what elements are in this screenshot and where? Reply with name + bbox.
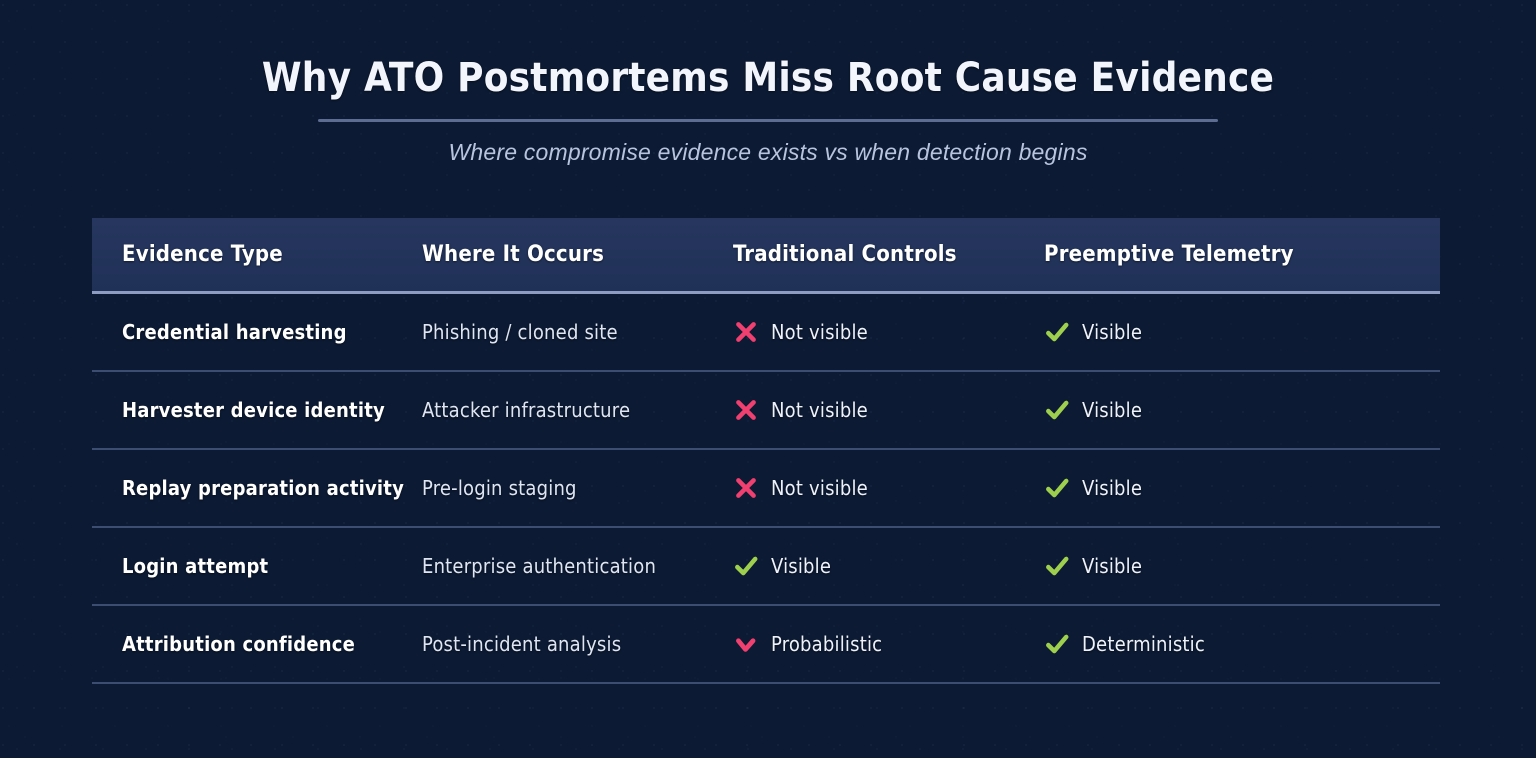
status-badge: Visible xyxy=(1044,553,1440,579)
evidence-comparison-table: Evidence Type Where It Occurs Traditiona… xyxy=(92,218,1440,684)
status-label: Visible xyxy=(771,554,832,578)
cross-icon xyxy=(736,322,756,342)
status-label: Visible xyxy=(1082,320,1143,344)
status-label: Deterministic xyxy=(1082,632,1205,656)
column-header-evidence-type: Evidence Type xyxy=(122,242,283,267)
status-badge: Not visible xyxy=(733,475,1044,501)
column-header-where-it-occurs: Where It Occurs xyxy=(422,242,605,267)
cell-evidence-type: Attribution confidence xyxy=(122,632,356,656)
status-label: Not visible xyxy=(771,476,868,500)
status-label: Probabilistic xyxy=(771,632,883,656)
cell-evidence-type: Replay preparation activity xyxy=(122,476,405,500)
check-icon xyxy=(1046,634,1069,654)
cell-evidence-type: Harvester device identity xyxy=(122,398,385,422)
cell-traditional-controls: Not visible xyxy=(733,475,1044,501)
cell-preemptive-telemetry: Visible xyxy=(1044,553,1440,579)
cell-traditional-controls: Not visible xyxy=(733,397,1044,423)
check-icon xyxy=(1046,322,1069,342)
page-subtitle: Where compromise evidence exists vs when… xyxy=(448,139,1088,165)
cell-where-it-occurs: Pre-login staging xyxy=(422,476,577,500)
check-icon xyxy=(1046,556,1069,576)
status-badge: Visible xyxy=(1044,397,1440,423)
cell-traditional-controls: Visible xyxy=(733,553,1044,579)
table-header-row: Evidence Type Where It Occurs Traditiona… xyxy=(92,218,1440,294)
cell-where-it-occurs: Attacker infrastructure xyxy=(422,398,631,422)
table-row: Login attempt Enterprise authentication Vi… xyxy=(92,528,1440,606)
status-badge: Not visible xyxy=(733,397,1044,423)
cell-evidence-type: Login attempt xyxy=(122,554,269,578)
table-row: Replay preparation activity Pre-login sta… xyxy=(92,450,1440,528)
column-header-preemptive-telemetry: Preemptive Telemetry xyxy=(1044,242,1294,267)
status-label: Visible xyxy=(1082,554,1143,578)
table-row: Harvester device identity Attacker infras… xyxy=(92,372,1440,450)
cell-where-it-occurs: Phishing / cloned site xyxy=(422,320,618,344)
status-label: Not visible xyxy=(771,398,868,422)
cell-traditional-controls: Probabilistic xyxy=(733,631,1044,657)
cell-preemptive-telemetry: Visible xyxy=(1044,319,1440,345)
title-divider xyxy=(318,119,1218,122)
page-title: Why ATO Postmortems Miss Root Cause Evid… xyxy=(261,55,1275,101)
status-label: Visible xyxy=(1082,398,1143,422)
table-body: Credential harvesting Phishing / cloned s… xyxy=(92,294,1440,684)
status-badge: Not visible xyxy=(733,319,1044,345)
status-badge: Deterministic xyxy=(1044,631,1440,657)
status-label: Not visible xyxy=(771,320,868,344)
status-badge: Probabilistic xyxy=(733,631,1044,657)
column-header-traditional-controls: Traditional Controls xyxy=(733,242,957,267)
cell-where-it-occurs: Post-incident analysis xyxy=(422,632,622,656)
check-partial-icon xyxy=(736,638,756,652)
cell-preemptive-telemetry: Visible xyxy=(1044,475,1440,501)
status-badge: Visible xyxy=(733,553,1044,579)
status-label: Visible xyxy=(1082,476,1143,500)
cell-evidence-type: Credential harvesting xyxy=(122,320,347,344)
check-icon xyxy=(735,556,758,576)
table-row: Attribution confidence Post-incident anal… xyxy=(92,606,1440,684)
cell-where-it-occurs: Enterprise authentication xyxy=(422,554,657,578)
cross-icon xyxy=(736,478,756,498)
title-block: Why ATO Postmortems Miss Root Cause Evid… xyxy=(0,55,1536,166)
cross-icon xyxy=(736,400,756,420)
cell-preemptive-telemetry: Deterministic xyxy=(1044,631,1440,657)
cell-preemptive-telemetry: Visible xyxy=(1044,397,1440,423)
cell-traditional-controls: Not visible xyxy=(733,319,1044,345)
table-row: Credential harvesting Phishing / cloned s… xyxy=(92,294,1440,372)
status-badge: Visible xyxy=(1044,475,1440,501)
check-icon xyxy=(1046,400,1069,420)
check-icon xyxy=(1046,478,1069,498)
status-badge: Visible xyxy=(1044,319,1440,345)
